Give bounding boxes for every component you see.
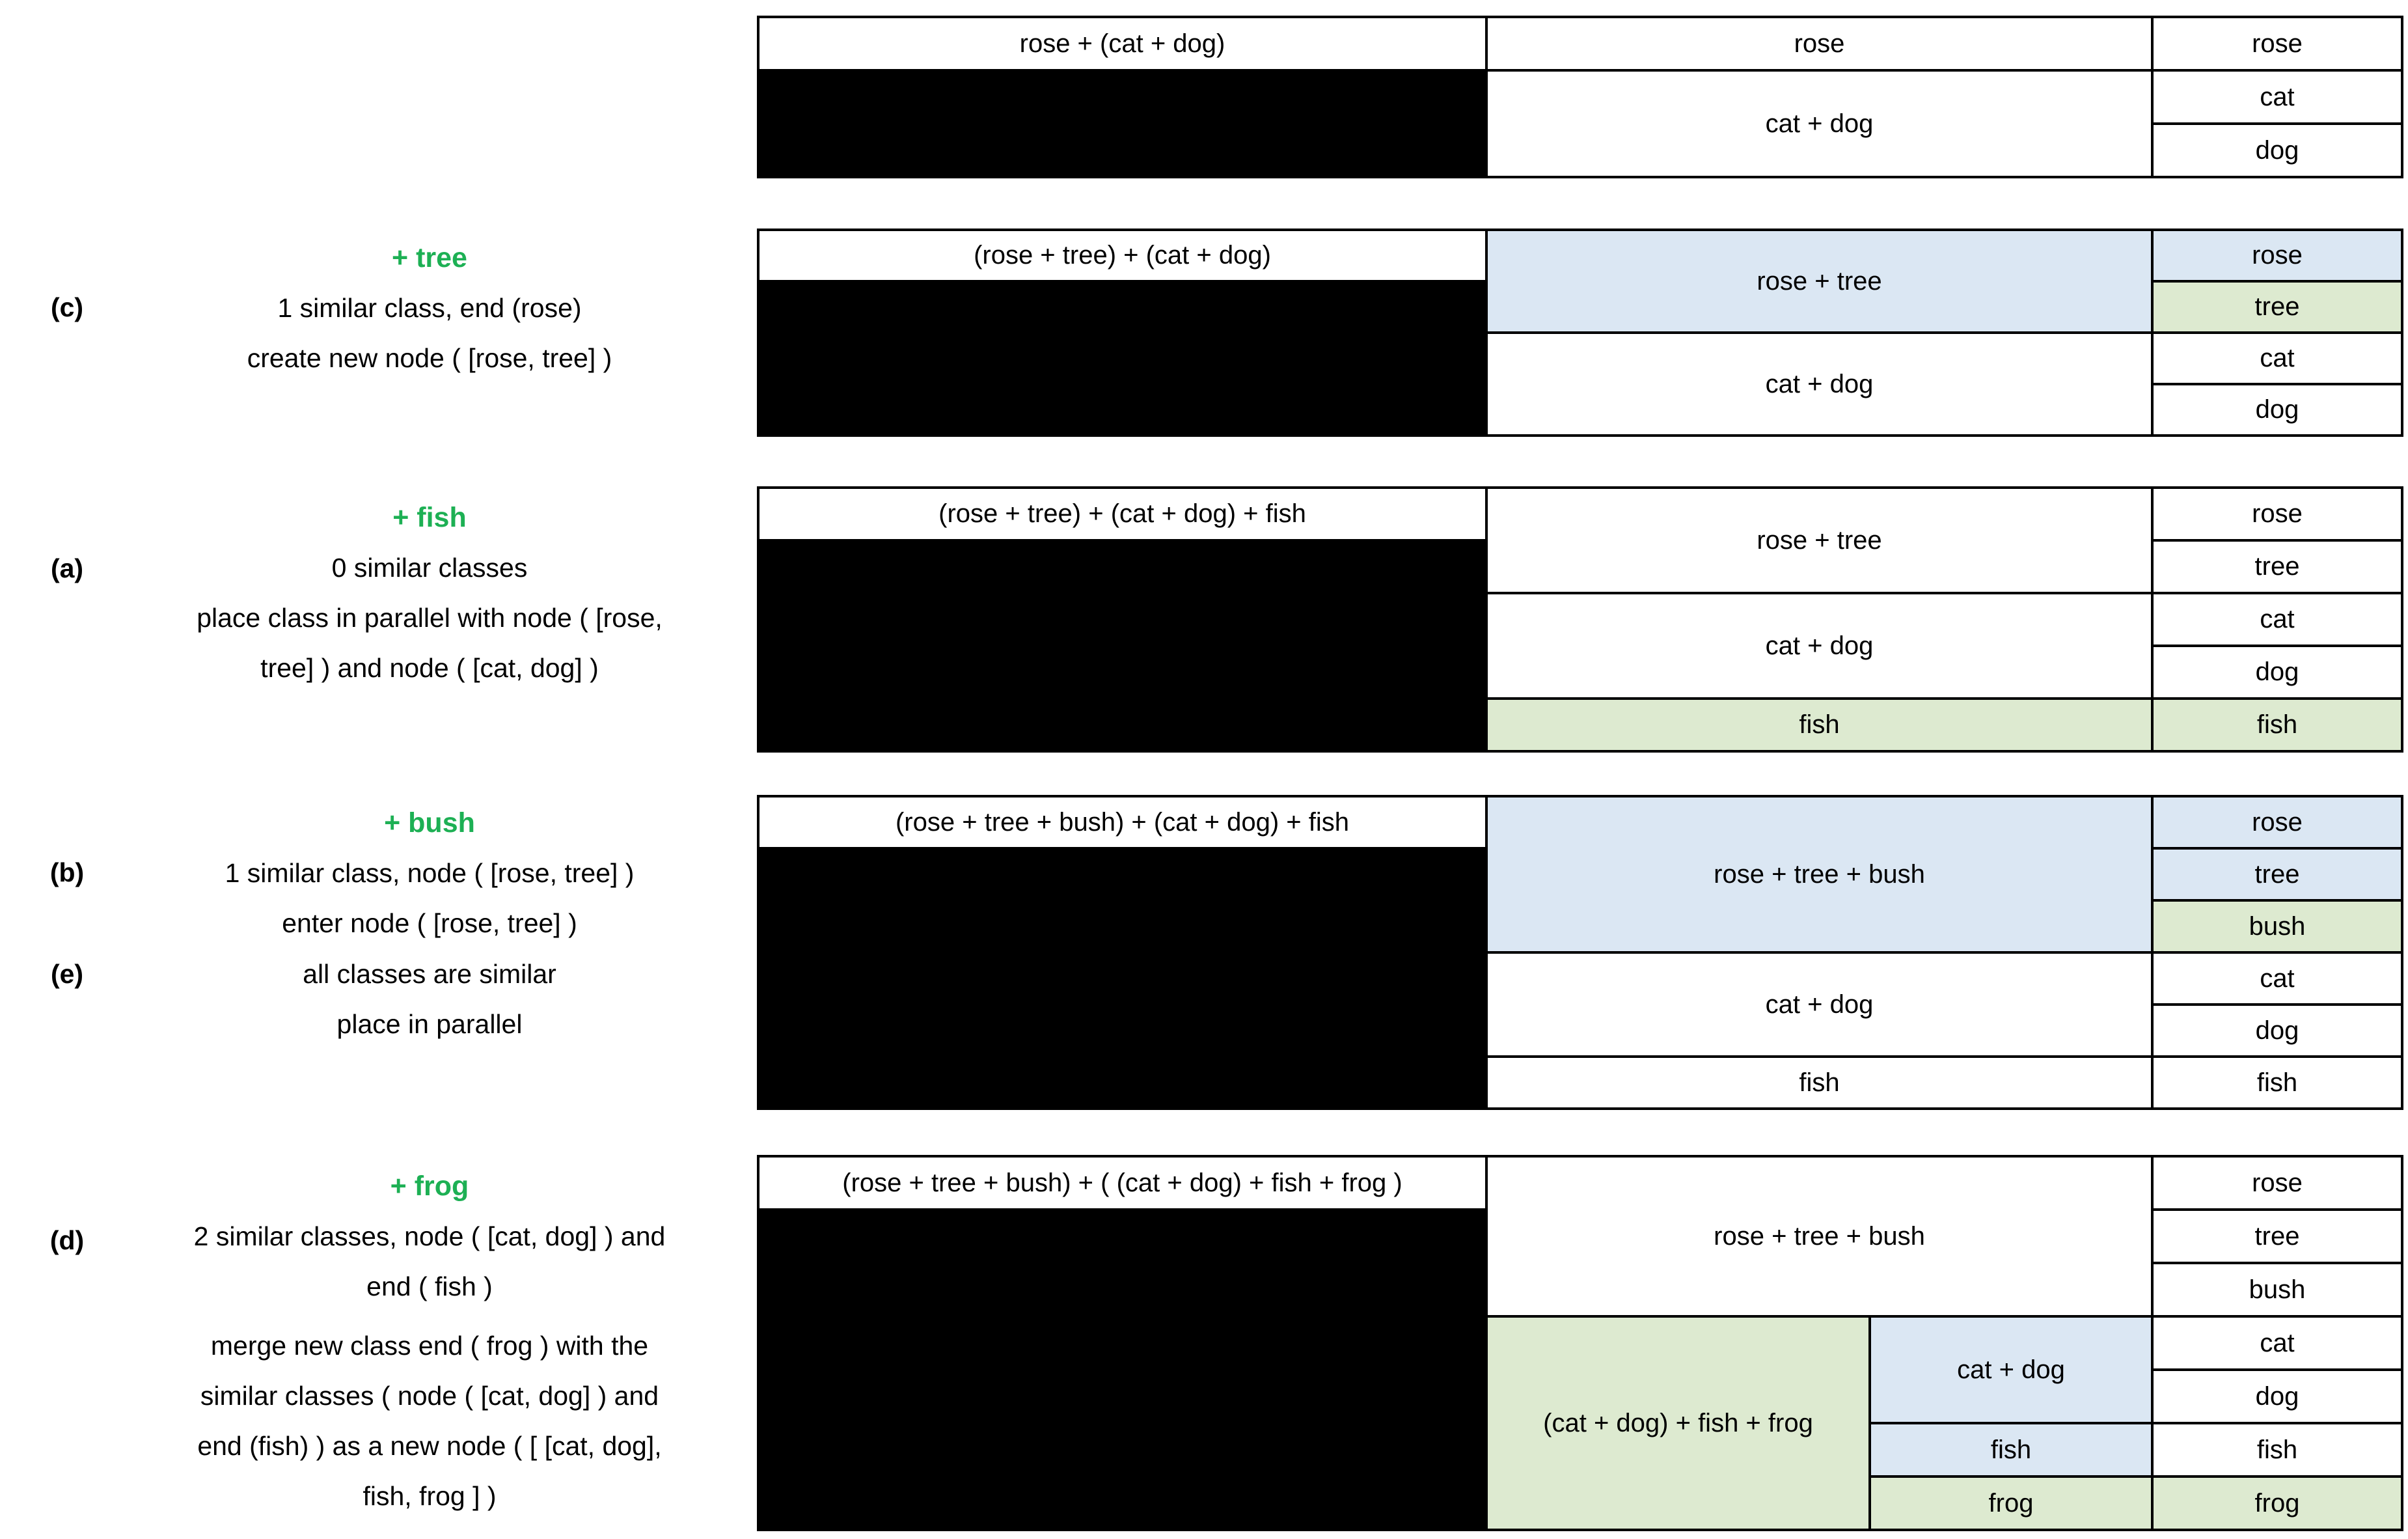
leaf-cell: tree bbox=[2154, 542, 2401, 592]
leaf-cell: rose bbox=[2154, 489, 2401, 539]
leaf-cell: cat bbox=[2154, 1318, 2401, 1368]
leaf-cell: fish bbox=[2154, 700, 2401, 750]
sub-group-cell: cat + dog bbox=[1871, 1318, 2151, 1422]
annotation-line: 2 similar classes, node ( [cat, dog] ) a… bbox=[193, 1221, 666, 1251]
hierarchy-table-step-b-e: (rose + tree + bush) + (cat + dog) + fis… bbox=[757, 795, 2403, 1110]
step-label-b: (b) bbox=[49, 857, 85, 887]
leaf-cell: rose bbox=[2154, 231, 2401, 280]
group-cell: cat + dog bbox=[1488, 594, 2151, 697]
added-class-heading: + tree bbox=[392, 242, 467, 273]
annotation-line: create new node ( [rose, tree] ) bbox=[247, 343, 612, 373]
annotation-line: place in parallel bbox=[336, 1009, 523, 1039]
leaf-cell: fish bbox=[2154, 1058, 2401, 1107]
group-cell: cat + dog bbox=[1488, 334, 2151, 434]
annotation-line: end ( fish ) bbox=[366, 1271, 493, 1301]
leaf-cell: rose bbox=[2154, 18, 2401, 69]
annotation-step-c: + tree 1 similar class, end (rose) creat… bbox=[91, 233, 768, 383]
added-class-heading: + fish bbox=[392, 502, 467, 533]
hierarchy-table-step-c: (rose + tree) + (cat + dog) rose + tree … bbox=[757, 229, 2403, 437]
expression-cell: (rose + tree) + (cat + dog) + fish bbox=[759, 489, 1485, 539]
expression-cell: rose + (cat + dog) bbox=[759, 18, 1485, 69]
leaf-cell: frog bbox=[2154, 1478, 2401, 1529]
leaf-cell: dog bbox=[2154, 1006, 2401, 1055]
added-class-heading: + bush bbox=[384, 807, 475, 839]
leaf-cell: tree bbox=[2154, 283, 2401, 331]
group-cell: fish bbox=[1488, 1058, 2151, 1107]
group-cell: rose + tree bbox=[1488, 489, 2151, 592]
group-cell: fish bbox=[1488, 700, 2151, 750]
annotation-line: end (fish) ) as a new node ( [ [cat, dog… bbox=[197, 1431, 662, 1461]
group-cell: cat + dog bbox=[1488, 954, 2151, 1055]
leaf-cell: cat bbox=[2154, 72, 2401, 122]
step-label-c: (c) bbox=[50, 292, 84, 322]
leaf-cell: cat bbox=[2154, 334, 2401, 383]
leaf-cell: rose bbox=[2154, 797, 2401, 847]
annotation-line: 1 similar class, end (rose) bbox=[277, 293, 582, 323]
annotation-line: fish, frog ] ) bbox=[363, 1481, 497, 1511]
annotation-line: place class in parallel with node ( [ros… bbox=[197, 603, 663, 633]
annotation-gap bbox=[91, 1312, 768, 1321]
hierarchy-table-step-a: (rose + tree) + (cat + dog) + fish rose … bbox=[757, 486, 2403, 753]
sub-group-cell: frog bbox=[1871, 1478, 2151, 1529]
annotation-step-b: + bush 1 similar class, node ( [rose, tr… bbox=[91, 798, 768, 949]
group-cell: rose + tree + bush bbox=[1488, 797, 2151, 951]
annotation-step-a: + fish 0 similar classes place class in … bbox=[91, 493, 768, 693]
annotation-line: 0 similar classes bbox=[331, 553, 528, 583]
leaf-cell: dog bbox=[2154, 125, 2401, 176]
leaf-cell: dog bbox=[2154, 385, 2401, 434]
leaf-cell: tree bbox=[2154, 1211, 2401, 1262]
leaf-cell: dog bbox=[2154, 647, 2401, 697]
leaf-cell: tree bbox=[2154, 850, 2401, 899]
added-class-heading: + frog bbox=[390, 1171, 469, 1202]
hierarchy-table-initial: rose + (cat + dog) rose cat + dog rose c… bbox=[757, 16, 2403, 178]
leaf-cell: rose bbox=[2154, 1158, 2401, 1208]
step-label-a: (a) bbox=[50, 553, 84, 583]
annotation-line: similar classes ( node ( [cat, dog] ) an… bbox=[200, 1381, 659, 1411]
leaf-cell: dog bbox=[2154, 1371, 2401, 1422]
annotation-line: merge new class end ( frog ) with the bbox=[210, 1331, 649, 1361]
group-cell: rose bbox=[1488, 18, 2151, 69]
group-cell: rose + tree bbox=[1488, 231, 2151, 331]
merged-group-cell: (cat + dog) + fish + frog bbox=[1488, 1318, 1868, 1529]
annotation-line: tree] ) and node ( [cat, dog] ) bbox=[260, 653, 599, 683]
step-label-e: (e) bbox=[50, 959, 84, 989]
leaf-cell: bush bbox=[2154, 1264, 2401, 1315]
group-cell: cat + dog bbox=[1488, 72, 2151, 176]
group-cell: rose + tree + bush bbox=[1488, 1158, 2151, 1315]
sub-group-cell: fish bbox=[1871, 1424, 2151, 1475]
annotation-line: all classes are similar bbox=[303, 959, 556, 989]
annotation-step-d: + frog 2 similar classes, node ( [cat, d… bbox=[91, 1161, 768, 1521]
leaf-cell: fish bbox=[2154, 1424, 2401, 1475]
leaf-cell: bush bbox=[2154, 902, 2401, 951]
expression-cell: (rose + tree) + (cat + dog) bbox=[759, 231, 1485, 280]
leaf-cell: cat bbox=[2154, 954, 2401, 1003]
expression-cell: (rose + tree + bush) + ( (cat + dog) + f… bbox=[759, 1158, 1485, 1208]
annotation-line: enter node ( [rose, tree] ) bbox=[282, 908, 577, 938]
leaf-cell: cat bbox=[2154, 594, 2401, 645]
annotation-step-e: all classes are similar place in paralle… bbox=[91, 949, 768, 1049]
hierarchy-table-step-d: (rose + tree + bush) + ( (cat + dog) + f… bbox=[757, 1155, 2403, 1531]
annotation-line: 1 similar class, node ( [rose, tree] ) bbox=[225, 858, 635, 888]
expression-cell: (rose + tree + bush) + (cat + dog) + fis… bbox=[759, 797, 1485, 847]
step-label-d: (d) bbox=[49, 1225, 85, 1255]
